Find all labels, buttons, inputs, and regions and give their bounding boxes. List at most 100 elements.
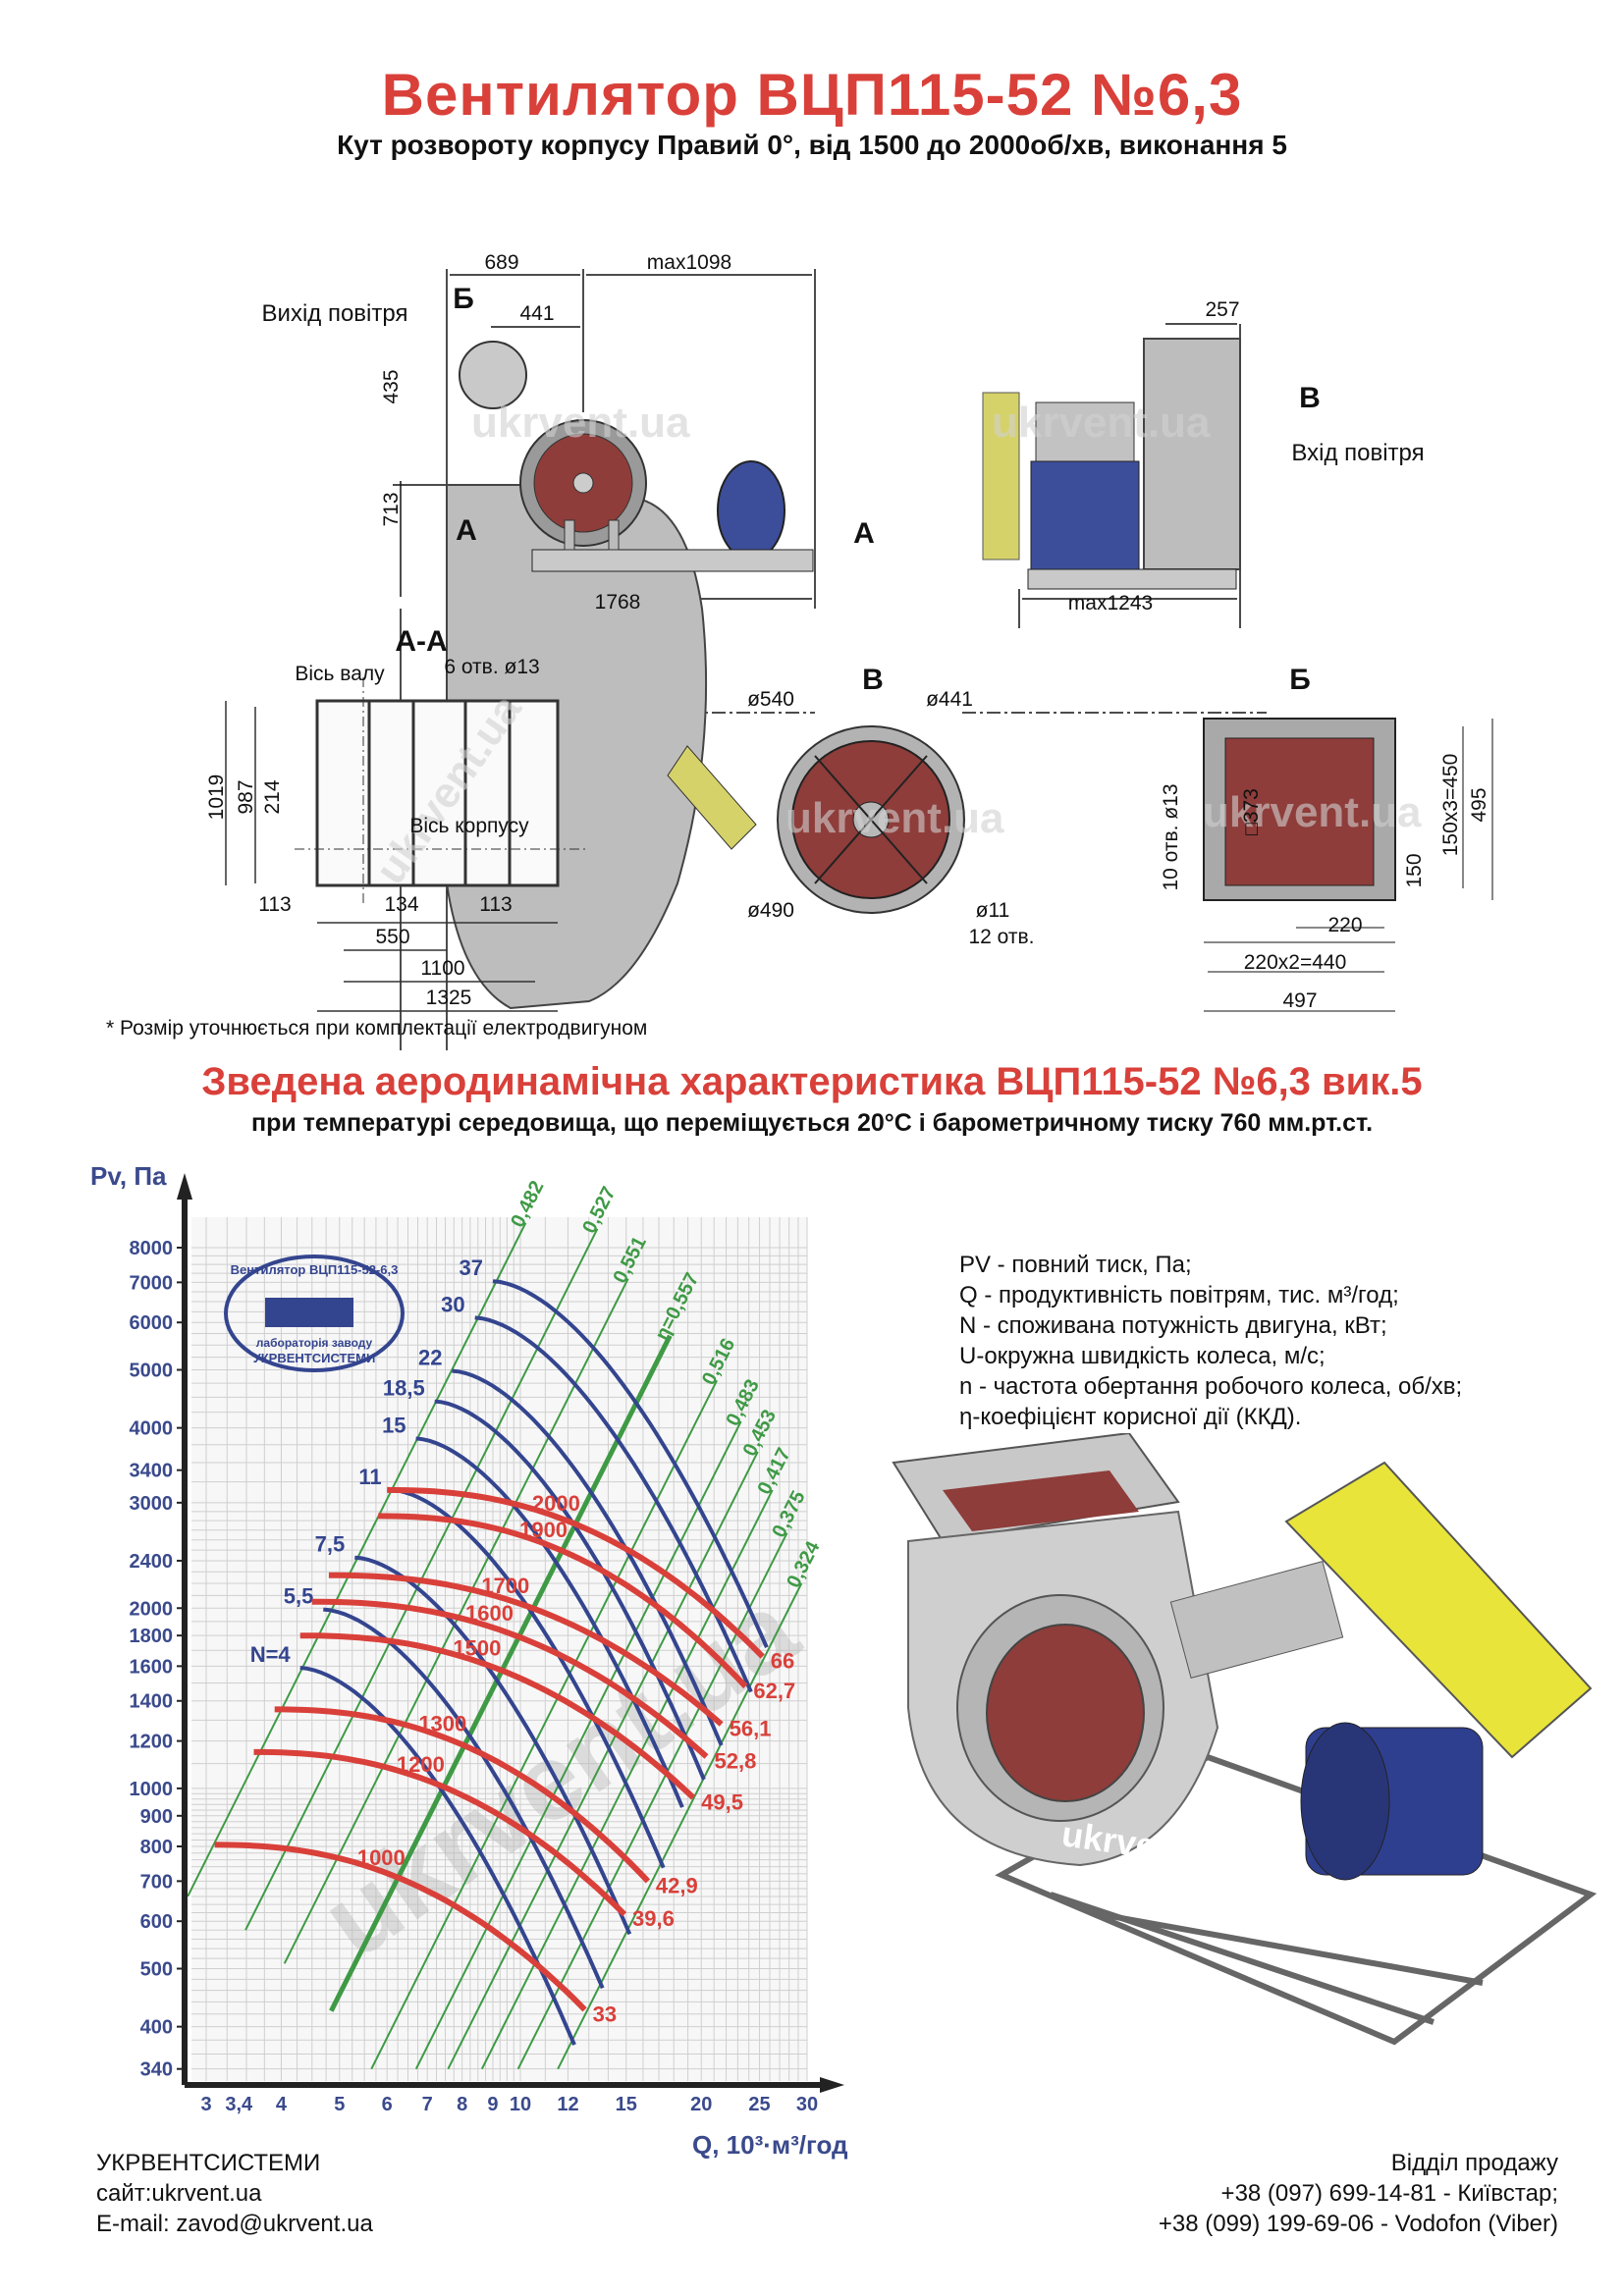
speed-label: 1900 (519, 1518, 568, 1542)
dim-max1098: max1098 (646, 251, 732, 274)
y-tick-label: 500 (140, 1959, 173, 1981)
phone-vodafone[interactable]: +38 (099) 199-69-06 - Vodofon (Viber) (1158, 2211, 1558, 2237)
email-link[interactable]: E-mail: zavod@ukrvent.ua (96, 2211, 373, 2237)
dim-1100: 1100 (420, 957, 465, 980)
section-aa-frame (225, 677, 589, 1012)
view-v-flange (777, 725, 965, 914)
x-tick-label: 4 (276, 2094, 288, 2115)
speed-label: 1300 (418, 1711, 466, 1735)
dim-440: 220х2=440 (1243, 951, 1347, 974)
y-axis-title: Pv, Па (90, 1161, 167, 1191)
legend-item: Q - продуктивність повітрям, тис. м³/год… (959, 1282, 1399, 1308)
dim-d11: ø11 (975, 899, 1010, 922)
power-curve (492, 1279, 769, 1649)
x-tick-label: 10 (510, 2094, 531, 2115)
technical-drawings: ukrvent.ua ukrvent.ua ukrvent.ua ukrvent… (225, 269, 1493, 1050)
fan-3d-illustration: ukrvent.ua (892, 1433, 1597, 2046)
x-tick-label: 25 (748, 2094, 770, 2115)
speed-label: 1600 (465, 1601, 514, 1626)
mark-a-right: А (853, 517, 875, 550)
power-curve (474, 1315, 753, 1693)
stamp-top-text: Вентилятор ВЦП115-52-6,3 (231, 1262, 399, 1277)
fan-icon (265, 1298, 353, 1327)
speed-curve (387, 1486, 765, 1659)
y-tick-label: 7000 (130, 1272, 174, 1294)
page-subtitle: Кут розвороту корпусу Правий 0°, від 150… (337, 130, 1287, 160)
y-tick-label: 6000 (130, 1312, 174, 1334)
fan-front-view (982, 338, 1241, 590)
power-curve (415, 1436, 684, 1808)
dim-max1243: max1243 (1067, 592, 1154, 614)
power-label: 7,5 (315, 1532, 346, 1557)
speed-label: 1000 (357, 1845, 406, 1870)
power-label: 5,5 (284, 1584, 314, 1609)
efficiency-line (557, 1582, 803, 2070)
power-curve (452, 1368, 724, 1746)
body-axis-label: Вісь корпусу (409, 815, 529, 837)
x-tick-label: 5 (334, 2094, 345, 2115)
x-axis-title: Q, 10³·м³/год (692, 2130, 848, 2160)
x-tick-label: 12 (557, 2094, 578, 2115)
efficiency-line (447, 1451, 759, 2070)
dim-257: 257 (1205, 298, 1240, 321)
power-curve (323, 1607, 605, 1990)
speed-label: 1500 (453, 1635, 501, 1660)
x-tick-label: 30 (796, 2094, 818, 2115)
power-label: 22 (418, 1346, 442, 1370)
dim-134: 134 (384, 893, 419, 916)
dim-550: 550 (375, 926, 410, 948)
power-label: 37 (460, 1255, 483, 1280)
legend-item: U-окружна швидкість колеса, м/с; (959, 1343, 1326, 1369)
company-name: УКРВЕНТСИСТЕМИ (96, 2150, 321, 2176)
stamp-ellipse (224, 1255, 405, 1372)
y-tick-label: 2000 (130, 1598, 174, 1620)
y-tick-label: 600 (140, 1911, 173, 1933)
y-tick-label: 2400 (130, 1551, 174, 1573)
y-tick-label: 1600 (130, 1656, 174, 1678)
x-tick-label: 15 (616, 2094, 637, 2115)
x-tick-label: 7 (422, 2094, 433, 2115)
speed-label: 1700 (481, 1574, 529, 1598)
tip-speed-label: 33 (593, 2002, 617, 2026)
inlet-label: Вхід повітря (1291, 440, 1425, 466)
power-label: 15 (382, 1413, 406, 1437)
footer-left: УКРВЕНТСИСТЕМИ сайт:ukrvent.ua E-mail: z… (96, 2148, 373, 2239)
mark-b: Б (453, 283, 474, 315)
power-label: 30 (441, 1292, 464, 1316)
efficiency-line (516, 1532, 788, 2070)
dim-495: 495 (1468, 787, 1490, 823)
y-tick-label: 4000 (130, 1418, 174, 1440)
mark-a-left: А (456, 514, 477, 547)
section-subtitle: при температурі середовища, що переміщує… (250, 1109, 1374, 1137)
y-tick-label: 700 (140, 1871, 173, 1893)
holes-12: 12 отв. (968, 926, 1035, 948)
speed-curve (274, 1706, 651, 1884)
tip-speed-label: 56,1 (730, 1716, 772, 1740)
phone-kyivstar[interactable]: +38 (097) 699-14-81 - Київстар; (1220, 2180, 1558, 2207)
shaft-axis-label: Вісь валу (295, 663, 385, 685)
speed-curve (311, 1598, 709, 1759)
x-tick-label: 8 (457, 2094, 467, 2115)
stamp-bottom-text: лабораторія заводу (256, 1336, 373, 1350)
section-title: Зведена аеродинамічна характеристика ВЦП… (201, 1060, 1423, 1103)
efficiency-line (414, 1420, 742, 2070)
x-tick-label: 3 (200, 2094, 211, 2115)
dim-689: 689 (484, 251, 519, 274)
power-label: N=4 (250, 1642, 292, 1667)
holes-label: 6 отв. ø13 (444, 656, 540, 678)
power-label: 11 (358, 1465, 381, 1489)
x-tick-label: 3,4 (225, 2094, 253, 2115)
y-tick-label: 400 (140, 2017, 173, 2039)
aerodynamic-chart: Вентилятор ВЦП115-52-6,3 лабораторія заво… (130, 1173, 844, 2115)
x-tick-label: 20 (690, 2094, 712, 2115)
site-link[interactable]: сайт:ukrvent.ua (96, 2180, 262, 2207)
tip-speed-label: 52,8 (714, 1749, 756, 1774)
grid (191, 1217, 808, 2081)
y-tick-label: 1000 (130, 1779, 174, 1800)
y-tick-label: 1800 (130, 1626, 174, 1647)
belt-guard (1284, 1461, 1593, 1759)
dim-441: 441 (519, 302, 555, 325)
y-tick-label: 1200 (130, 1732, 174, 1753)
dim-220: 220 (1327, 914, 1363, 936)
